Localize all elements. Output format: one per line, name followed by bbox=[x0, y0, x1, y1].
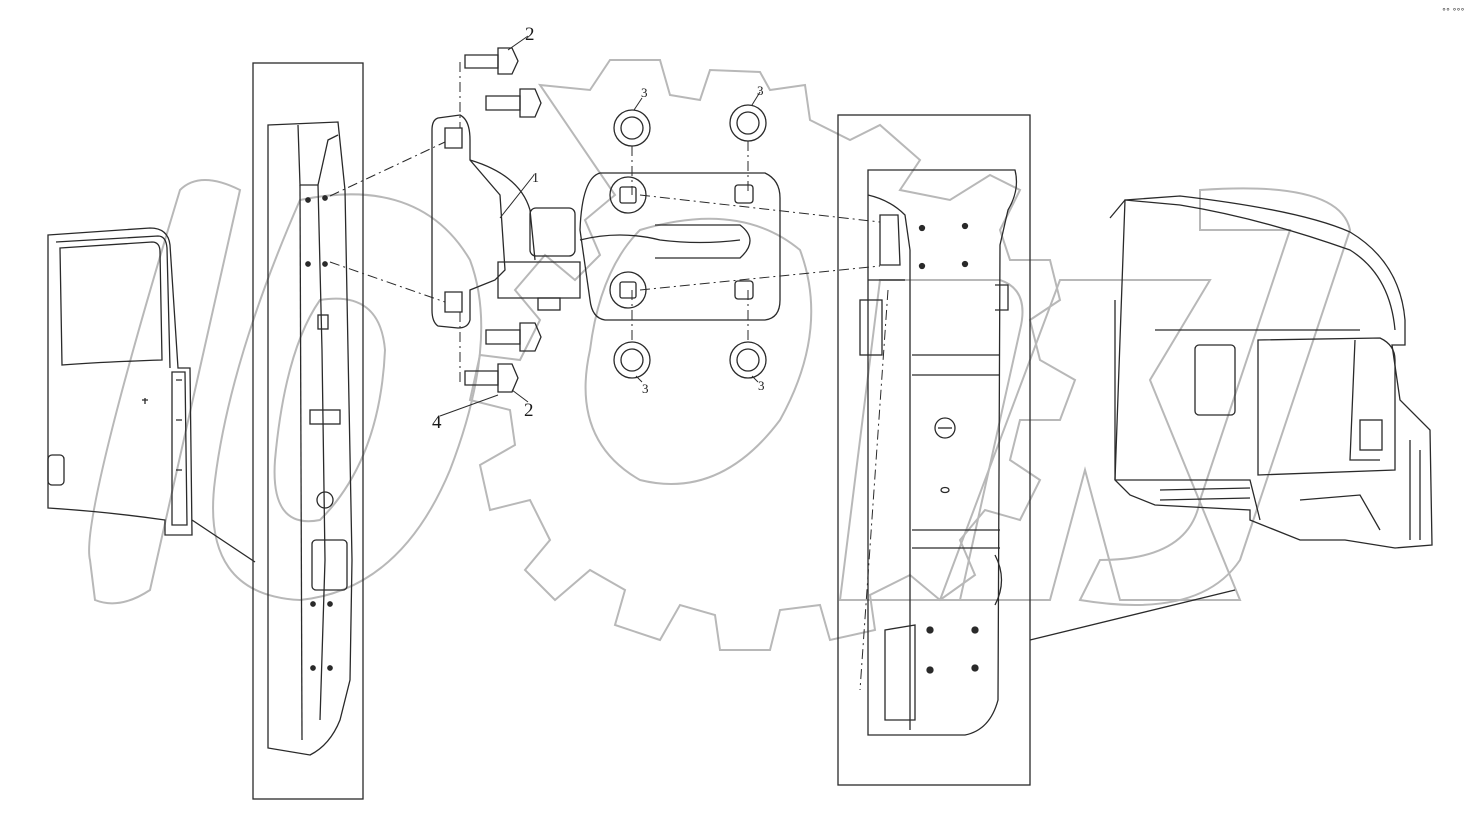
door-pillar-detail bbox=[252, 62, 364, 800]
callout-labels: 2 1 3 3 3 3 4 2 bbox=[432, 24, 765, 433]
nut-top-left bbox=[613, 109, 651, 147]
bolt-bottom-2 bbox=[464, 363, 519, 393]
callout-1: 1 bbox=[532, 171, 539, 186]
bolt-top-1 bbox=[464, 47, 519, 75]
body-pillar-detail bbox=[837, 114, 1236, 786]
callout-3-top-right: 3 bbox=[757, 83, 764, 98]
callout-4: 4 bbox=[432, 412, 442, 433]
leader-lines bbox=[439, 35, 761, 417]
watermark-logo bbox=[88, 59, 1352, 651]
assembly-lines bbox=[329, 62, 889, 691]
bolt-bottom-1 bbox=[485, 322, 542, 352]
callout-2-top: 2 bbox=[525, 24, 535, 45]
callout-3-top-left: 3 bbox=[641, 85, 648, 100]
nut-bottom-left bbox=[613, 341, 651, 379]
door-assembly-small bbox=[47, 227, 256, 563]
cab-assembly bbox=[1109, 195, 1433, 549]
callout-2-bottom: 2 bbox=[524, 400, 534, 421]
nut-bottom-right bbox=[729, 341, 767, 379]
bolt-top-2 bbox=[485, 88, 542, 118]
corner-mark: °° °°° bbox=[1442, 7, 1465, 16]
nut-top-right bbox=[729, 104, 767, 142]
callout-3-bottom-left: 3 bbox=[642, 381, 649, 396]
callout-3-bottom-right: 3 bbox=[758, 378, 765, 393]
